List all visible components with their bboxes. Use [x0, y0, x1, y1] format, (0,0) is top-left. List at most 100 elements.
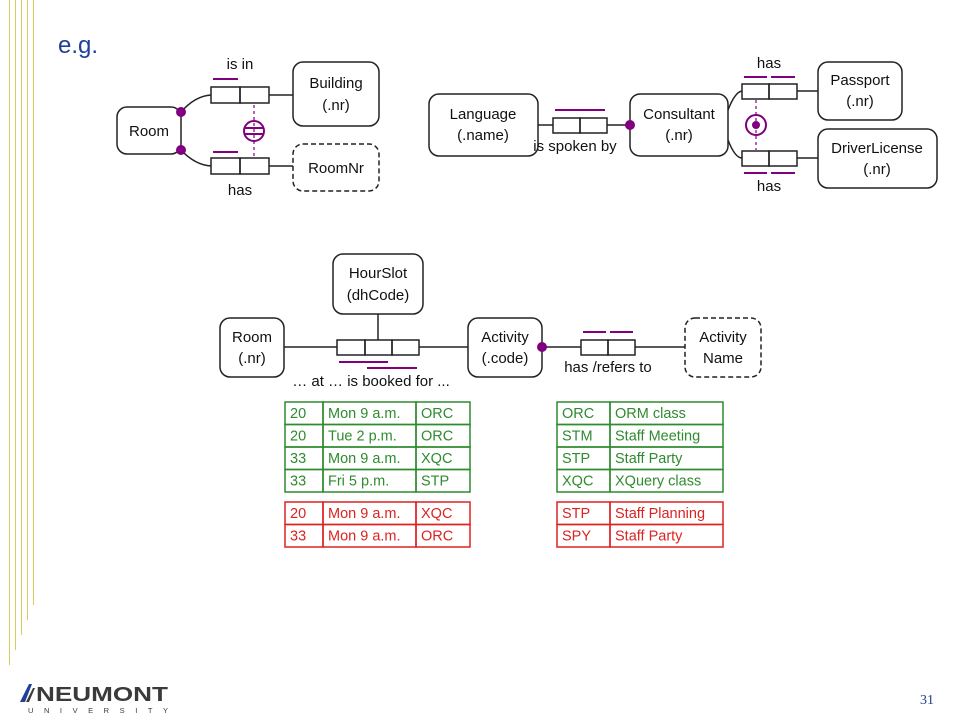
entity-consultant-refmode: (.nr) [665, 127, 693, 144]
entity-passport-label: Passport [830, 72, 890, 89]
table-cell: STM [562, 429, 593, 445]
table-cell: Staff Meeting [615, 429, 700, 445]
table-cell: STP [421, 474, 449, 490]
table-cell-border [609, 468, 724, 493]
mandatory-dot [752, 121, 760, 129]
role-box [579, 117, 608, 134]
logo-mark-icon [26, 688, 35, 702]
role-box [768, 150, 798, 167]
table-cell: XQC [421, 451, 452, 467]
value-roomnr-label: RoomNr [308, 160, 364, 177]
entity-passport-box [817, 61, 903, 121]
table-cell: 20 [290, 406, 306, 422]
logo-mark-icon [20, 684, 32, 702]
entity-language-refmode: (.name) [457, 127, 509, 144]
table-cell: Mon 9 a.m. [328, 406, 401, 422]
table-cell-border [415, 468, 471, 493]
entity-activity-label: Activity [481, 329, 529, 346]
role-box [336, 339, 366, 356]
table-cell: 33 [290, 474, 306, 490]
entity-hourslot-refmode: (dhCode) [347, 287, 410, 304]
table-cell: Mon 9 a.m. [328, 451, 401, 467]
entity-building-label: Building [309, 75, 362, 92]
role-box [210, 157, 241, 175]
decor-bar-4 [27, 0, 28, 620]
page-number: 31 [920, 693, 934, 708]
entity-room-label-2: Room [232, 329, 272, 346]
table-cell: 20 [290, 429, 306, 445]
role-box [741, 83, 770, 100]
table-cell: XQC [562, 474, 593, 490]
external-uniqueness-icon [243, 120, 265, 142]
mandatory-dot [176, 107, 186, 117]
table-cell: ORC [421, 529, 453, 545]
table-cell: Mon 9 a.m. [328, 506, 401, 522]
table-cell: ORC [421, 429, 453, 445]
value-activityname-label-2: Name [703, 350, 743, 367]
entity-hourslot-box [332, 253, 424, 315]
value-roomnr-box [292, 143, 380, 192]
reading-has-passport: has [757, 55, 781, 72]
role-box [364, 339, 393, 356]
role-box [607, 339, 636, 356]
decor-bar-5 [33, 0, 34, 605]
table-cell: ORC [562, 406, 594, 422]
table-cell: STP [562, 506, 590, 522]
entity-driverlicense-box [817, 128, 938, 189]
role-box [580, 339, 609, 356]
reading-has: has [228, 182, 252, 199]
table-cell: ORM class [615, 406, 686, 422]
table-cell: XQuery class [615, 474, 701, 490]
table-cell: STP [562, 451, 590, 467]
entity-building-refmode: (.nr) [322, 97, 350, 114]
reading-is-in: is in [227, 56, 254, 73]
entity-language-label: Language [450, 106, 517, 123]
role-box [391, 339, 420, 356]
connector [727, 90, 743, 111]
role-box [210, 86, 241, 104]
table-cell: 20 [290, 506, 306, 522]
role-box [239, 157, 270, 175]
decor-bar-1 [9, 0, 10, 665]
reading-is-spoken-by: is spoken by [533, 138, 617, 155]
entity-room-nr-box [219, 317, 285, 378]
exclusive-or-icon [745, 114, 767, 136]
logo-wordmark: NEUMONT [36, 684, 168, 706]
entity-language-box [428, 93, 539, 157]
table-cell: Mon 9 a.m. [328, 529, 401, 545]
decor-bar-2 [15, 0, 16, 650]
table-cell-border [609, 523, 724, 548]
table-cell: 33 [290, 451, 306, 467]
entity-driverlicense-label: DriverLicense [831, 140, 923, 157]
value-activityname-label: Activity [699, 329, 747, 346]
mandatory-dot [625, 120, 635, 130]
decor-bar-3 [21, 0, 22, 635]
mandatory-dot [176, 145, 186, 155]
value-activityname-box [684, 317, 762, 378]
table-cell: ORC [421, 406, 453, 422]
connector [180, 94, 212, 113]
role-box [741, 150, 770, 167]
table-cell: Staff Party [615, 529, 683, 545]
role-box [768, 83, 798, 100]
table-cell: SPY [562, 529, 591, 545]
reading-refers-to: has /refers to [564, 359, 652, 376]
mandatory-dot [537, 342, 547, 352]
role-box [239, 86, 270, 104]
entity-consultant-box [629, 93, 729, 157]
table-cell: Staff Party [615, 451, 683, 467]
entity-activity-box [467, 317, 543, 378]
entity-room-refmode-2: (.nr) [238, 350, 266, 367]
entity-driverlicense-refmode: (.nr) [863, 161, 891, 178]
entity-passport-refmode: (.nr) [846, 93, 874, 110]
table-cell: XQC [421, 506, 452, 522]
connector [180, 149, 212, 167]
table-cell: 33 [290, 529, 306, 545]
entity-room-box [116, 106, 182, 155]
